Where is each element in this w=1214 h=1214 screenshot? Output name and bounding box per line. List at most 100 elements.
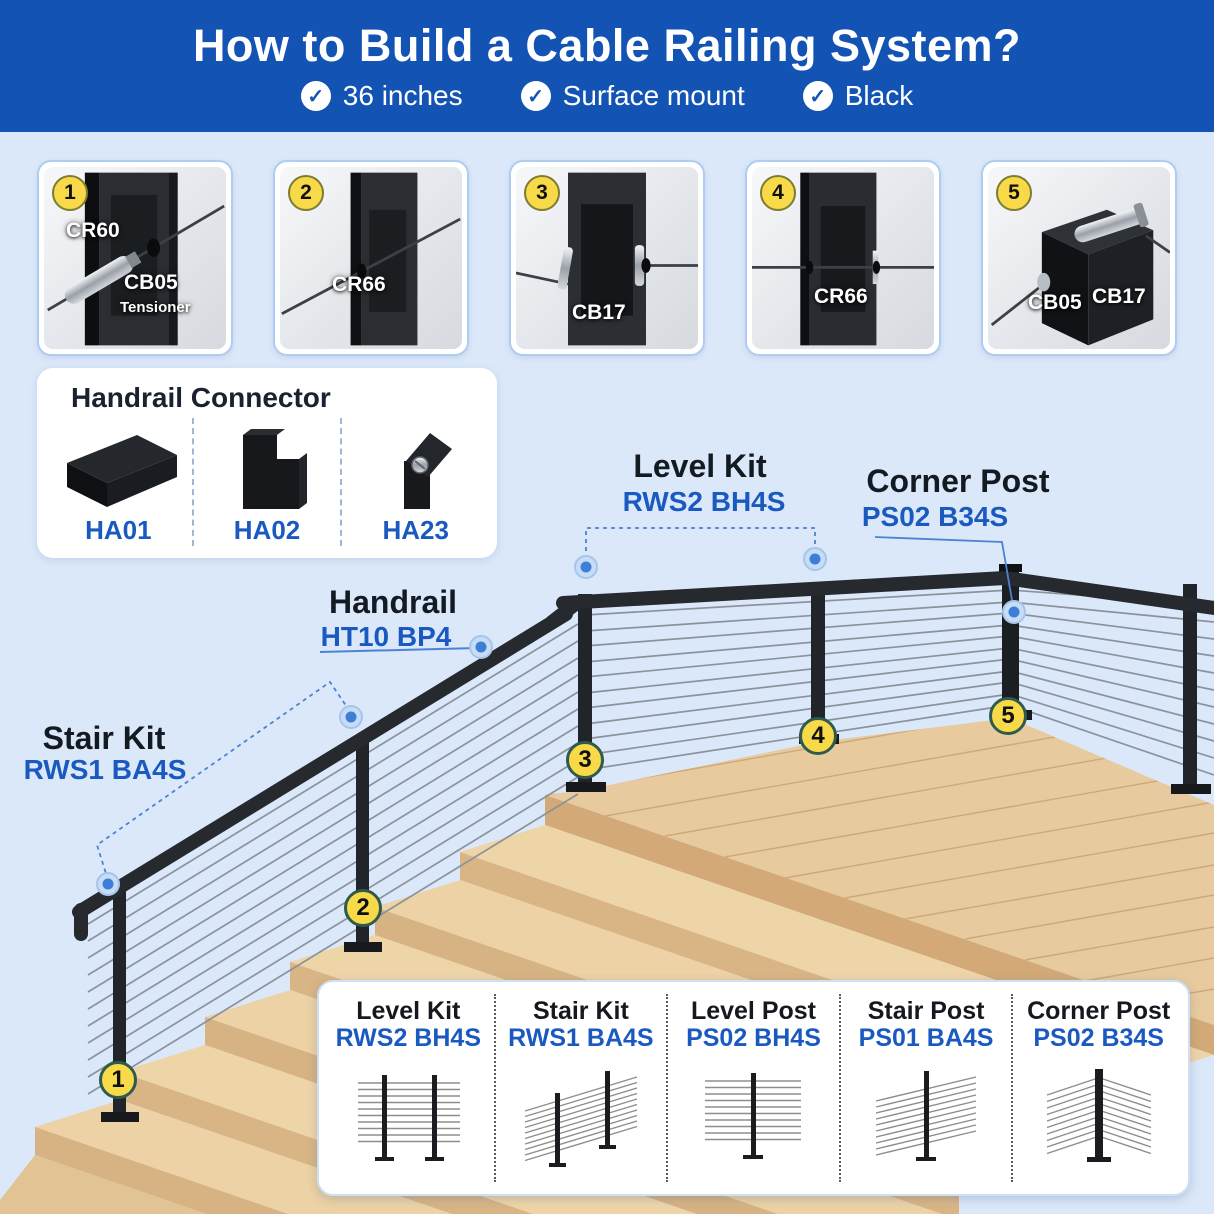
part-photo: CR60 CB05 Tensioner 1 xyxy=(44,167,226,349)
header-banner: How to Build a Cable Railing System? ✓ 3… xyxy=(0,0,1214,132)
legend-title: Corner Post xyxy=(1027,997,1171,1025)
post-cable-illustration xyxy=(281,172,461,346)
step-badge: 2 xyxy=(288,175,324,211)
check-icon: ✓ xyxy=(520,81,551,111)
part-photo: CB17 3 xyxy=(516,167,698,349)
dot xyxy=(803,547,827,571)
legend-title: Level Post xyxy=(690,997,817,1025)
legend-code: PS02 BH4S xyxy=(686,1024,821,1053)
connector-item-ha02: HA02 xyxy=(191,418,341,546)
legend-title: Level Kit xyxy=(356,997,461,1025)
stair-kit-leader xyxy=(95,680,352,881)
feature-row: ✓ 36 inches ✓ Surface mount ✓ Black xyxy=(300,80,914,112)
post-cable-illustration xyxy=(752,172,934,346)
dot xyxy=(339,705,363,729)
part-code-label: CR66 xyxy=(814,285,868,308)
part-box-cb17: CB17 3 xyxy=(509,160,705,356)
step-badge: 5 xyxy=(996,175,1032,211)
part-photo: CB05 CB17 5 xyxy=(988,167,1170,349)
page-title: How to Build a Cable Railing System? xyxy=(192,20,1022,71)
connector-code: HA01 xyxy=(85,515,152,545)
handrails xyxy=(72,571,1214,941)
corner-post-leader xyxy=(874,536,1014,607)
deck-floor xyxy=(545,718,1214,1025)
dot xyxy=(1002,600,1026,624)
level-kit-leader xyxy=(585,527,816,567)
part-photo: CR66 2 xyxy=(280,167,462,349)
part-photo: CR66 4 xyxy=(752,167,934,349)
level-kit-code: RWS2 BH4S xyxy=(622,486,786,517)
post-tensioner-illustration xyxy=(47,172,225,346)
check-icon: ✓ xyxy=(802,81,833,111)
stair-kit-icon xyxy=(524,1071,638,1167)
stair-kit-code: RWS1 BA4S xyxy=(23,754,187,785)
part-code-label: CB17 xyxy=(1092,285,1146,308)
corner-post-code: PS02 B34S xyxy=(861,501,1009,532)
legend-code: RWS2 BH4S xyxy=(335,1024,481,1053)
connector-item-ha23: HA23 xyxy=(340,418,489,546)
dot xyxy=(574,555,598,579)
dot xyxy=(469,635,493,659)
step-badge: 3 xyxy=(524,175,560,211)
right-cables xyxy=(1009,589,1214,776)
post-fitting-illustration xyxy=(516,172,698,346)
step-badge: 4 xyxy=(760,175,796,211)
connector-title: Handrail Connector xyxy=(71,382,331,413)
flat-connector-illustration xyxy=(67,435,178,507)
dot xyxy=(96,872,120,896)
corner-post-top-illustration xyxy=(990,202,1170,346)
part-code-label: CR60 xyxy=(66,219,120,242)
feature-label: Surface mount xyxy=(562,80,745,111)
connector-code: HA02 xyxy=(233,515,301,545)
level-cables xyxy=(584,589,1011,771)
scene-marker-1: 1 xyxy=(99,1061,137,1099)
part-code-label: CB05 xyxy=(124,271,178,294)
feature-label: Black xyxy=(844,80,914,111)
feature-color: ✓ Black xyxy=(802,80,914,112)
legend-title: Stair Post xyxy=(867,997,985,1025)
scene-marker-4: 4 xyxy=(799,717,837,755)
corner-post-icon xyxy=(1046,1069,1151,1162)
legend-code: PS02 B34S xyxy=(1033,1024,1164,1053)
handrail-code: HT10 BP4 xyxy=(320,621,452,652)
legend-title: Stair Kit xyxy=(532,997,629,1025)
connector-code: HA23 xyxy=(382,515,449,545)
step-badge: 1 xyxy=(52,175,88,211)
part-box-cr66-stair: CR66 2 xyxy=(273,160,469,356)
check-icon: ✓ xyxy=(300,81,331,111)
corner-post-title: Corner Post xyxy=(866,463,1050,499)
part-box-tensioner: CR60 CB05 Tensioner 1 xyxy=(37,160,233,356)
adjustable-connector-illustration xyxy=(403,433,452,509)
scene-marker-5: 5 xyxy=(989,697,1027,735)
callout-dots xyxy=(96,547,1026,896)
handrail-leader xyxy=(319,647,479,653)
part-box-corner-top: CB05 CB17 5 xyxy=(981,160,1177,356)
part-code-label: Tensioner xyxy=(120,299,191,316)
level-kit-icon xyxy=(358,1075,461,1161)
part-code-label: CB17 xyxy=(572,301,626,324)
handrail-title: Handrail xyxy=(328,584,458,620)
l-connector-illustration xyxy=(243,429,307,509)
legend-stair-post: Stair Post PS01 BA4S xyxy=(838,994,1012,1182)
legend-code: PS01 BA4S xyxy=(858,1024,994,1053)
level-post-icon xyxy=(705,1073,802,1159)
part-box-cr66-level: CR66 4 xyxy=(745,160,941,356)
stair-cables xyxy=(87,623,579,1095)
part-code-label: CR66 xyxy=(332,273,386,296)
stair-post-icon xyxy=(875,1071,977,1161)
stair-kit-title: Stair Kit xyxy=(42,720,166,756)
legend-code: RWS1 BA4S xyxy=(508,1024,654,1053)
scene-marker-3: 3 xyxy=(566,741,604,779)
level-kit-title: Level Kit xyxy=(633,448,767,484)
legend-stair-kit: Stair Kit RWS1 BA4S xyxy=(493,994,667,1182)
part-code-label: CB05 xyxy=(1028,291,1082,314)
connector-item-ha01: HA01 xyxy=(45,418,192,546)
leader-lines xyxy=(95,527,1014,881)
legend-level-kit: Level Kit RWS2 BH4S xyxy=(323,994,494,1182)
feature-height: ✓ 36 inches xyxy=(300,80,463,112)
feature-mount: ✓ Surface mount xyxy=(520,80,745,112)
handrail-connector-panel: Handrail Connector HA01 HA02 xyxy=(37,368,497,558)
legend-level-post: Level Post PS02 BH4S xyxy=(666,994,839,1182)
feature-label: 36 inches xyxy=(342,80,463,111)
